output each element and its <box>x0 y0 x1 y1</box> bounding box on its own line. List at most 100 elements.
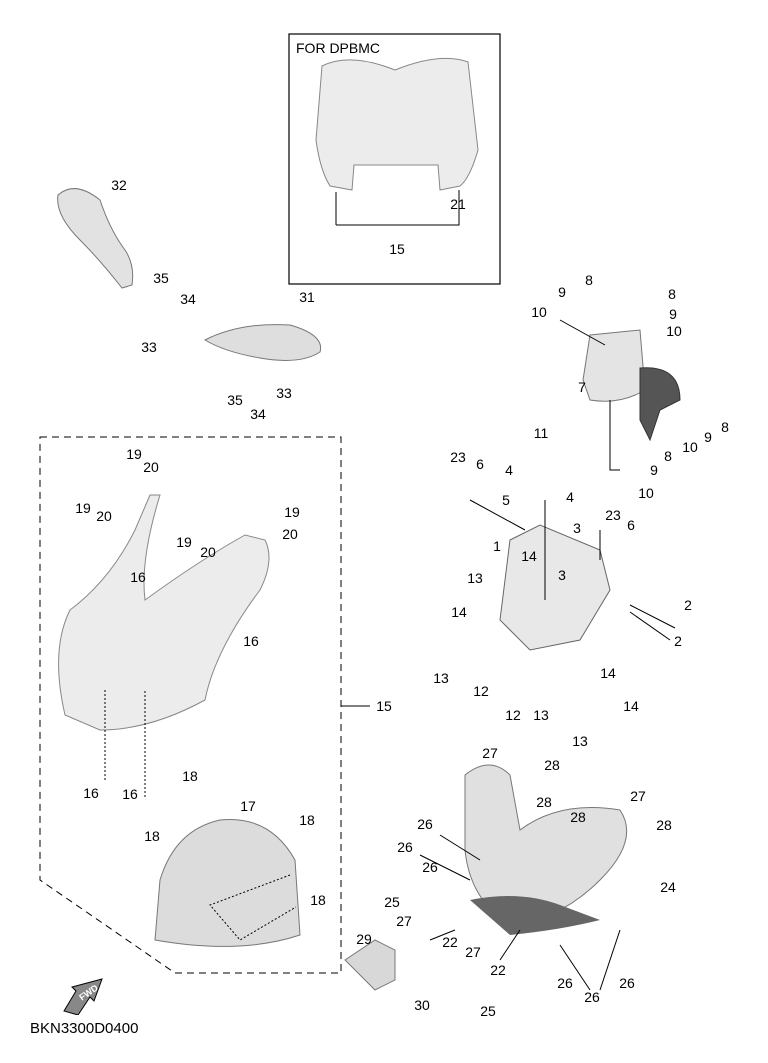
callout: 21 <box>450 196 466 212</box>
callout-stay: 3 <box>573 520 581 536</box>
inset-title: FOR DPBMC <box>296 40 380 56</box>
callout-stay: 23 <box>605 507 621 523</box>
headlight-bracket-part <box>582 329 646 402</box>
callout-cowling-assy: 16 <box>122 786 138 802</box>
callout-under-cowling: 26 <box>422 859 438 875</box>
callout-stay: 13 <box>533 707 549 723</box>
callout-cowling-assy: 15 <box>376 698 392 714</box>
callout-under-cowling: 28 <box>544 757 560 773</box>
callout-stay: 5 <box>502 492 510 508</box>
callout-cowling-assy: 16 <box>130 569 146 585</box>
callout-stay: 14 <box>623 698 639 714</box>
forward-arrow-icon: FWD <box>62 975 108 1020</box>
callout-stay: 12 <box>473 683 489 699</box>
callout-under-cowling: 26 <box>619 975 635 991</box>
inset-cowling-part <box>315 57 479 191</box>
callout-headlight-bracket: 10 <box>666 323 682 339</box>
callout-under-cowling: 22 <box>490 962 506 978</box>
cowling-assy-frame <box>39 436 342 974</box>
callout-under-cowling: 27 <box>465 944 481 960</box>
stay-part <box>499 524 611 651</box>
callout-cowling-assy: 18 <box>144 828 160 844</box>
callout-mirror-left: 33 <box>141 339 157 355</box>
callout-under-cowling: 30 <box>414 997 430 1013</box>
callout-mirror-right: 33 <box>276 385 292 401</box>
callout-stay: 12 <box>505 707 521 723</box>
callout-mirror-right: 35 <box>227 392 243 408</box>
callout-stay: 23 <box>450 449 466 465</box>
callout-stay: 1 <box>493 538 501 554</box>
callout-cowling-assy: 19 <box>284 504 300 520</box>
callout-under-cowling: 27 <box>630 788 646 804</box>
callout-stay: 14 <box>521 548 537 564</box>
callout-stay: 6 <box>476 456 484 472</box>
callout-under-cowling: 22 <box>442 934 458 950</box>
callout-under-cowling: 26 <box>397 839 413 855</box>
callout-headlight-bracket: 10 <box>638 485 654 501</box>
callout-under-cowling: 26 <box>417 816 433 832</box>
mirror-right-part <box>203 324 322 361</box>
callout-cowling-assy: 18 <box>182 768 198 784</box>
callout-under-cowling: 26 <box>584 989 600 1005</box>
callout-mirror-left: 32 <box>111 177 127 193</box>
windshield-part <box>154 819 301 947</box>
callout-under-cowling: 25 <box>480 1003 496 1019</box>
callout-stay: 13 <box>433 670 449 686</box>
callout-under-cowling: 29 <box>356 931 372 947</box>
callout-mirror-left: 34 <box>180 291 196 307</box>
callout-under-cowling: 28 <box>536 794 552 810</box>
callout-stay: 13 <box>572 733 588 749</box>
callout-under-cowling: 24 <box>660 879 676 895</box>
bracket-dark-part <box>639 367 681 442</box>
callout-cowling-assy: 20 <box>282 526 298 542</box>
callout-stay: 13 <box>467 570 483 586</box>
side-cover-part <box>344 939 396 991</box>
callout-headlight-bracket: 8 <box>721 419 729 435</box>
callout-stay: 2 <box>684 597 692 613</box>
callout-stay: 6 <box>627 517 635 533</box>
diagram-code: BKN3300D0400 <box>30 1020 139 1037</box>
callout-cowling-assy: 16 <box>83 785 99 801</box>
callout-cowling-assy: 20 <box>200 544 216 560</box>
callout-under-cowling: 25 <box>384 894 400 910</box>
callout-cowling-assy: 19 <box>75 500 91 516</box>
callout-cowling-assy: 20 <box>143 459 159 475</box>
callout-headlight-bracket: 9 <box>558 284 566 300</box>
callout-under-cowling: 27 <box>482 745 498 761</box>
callout-stay: 2 <box>674 633 682 649</box>
callout-cowling-assy: 18 <box>310 892 326 908</box>
callout-headlight-bracket: 10 <box>531 304 547 320</box>
callout-cowling-assy: 19 <box>176 534 192 550</box>
callout-under-cowling: 28 <box>656 817 672 833</box>
callout-headlight-bracket: 9 <box>704 429 712 445</box>
callout-stay: 11 <box>533 425 549 441</box>
callout-stay: 3 <box>558 567 566 583</box>
callout-headlight-bracket: 8 <box>585 272 593 288</box>
callout-headlight-bracket: 8 <box>668 286 676 302</box>
callout-under-cowling: 28 <box>570 809 586 825</box>
callout-mirror-right: 31 <box>299 289 315 305</box>
callout-cowling-assy: 16 <box>243 633 259 649</box>
lower-cowl-dark-part <box>470 896 600 935</box>
callout-headlight-bracket: 9 <box>669 306 677 322</box>
callout-under-cowling: 26 <box>557 975 573 991</box>
callout-cowling-assy: 17 <box>240 798 256 814</box>
callout-headlight-bracket: 9 <box>650 462 658 478</box>
callout-cowling-assy: 19 <box>126 446 142 462</box>
callout-stay: 14 <box>451 604 467 620</box>
callout-headlight-bracket: 8 <box>664 448 672 464</box>
callout-cowling-assy: 18 <box>299 812 315 828</box>
callout-stay: 4 <box>505 462 513 478</box>
callout-under-cowling: 27 <box>396 913 412 929</box>
callout-headlight-bracket: 7 <box>578 379 586 395</box>
inset-frame <box>288 33 501 285</box>
callout-stay: 4 <box>566 489 574 505</box>
callout-stay: 14 <box>600 665 616 681</box>
callout-mirror-left: 35 <box>153 270 169 286</box>
callout-headlight-bracket: 10 <box>682 439 698 455</box>
callout-cowling-assy: 20 <box>96 508 112 524</box>
callout-mirror-right: 34 <box>250 406 266 422</box>
upper-cowling-part <box>58 494 270 731</box>
